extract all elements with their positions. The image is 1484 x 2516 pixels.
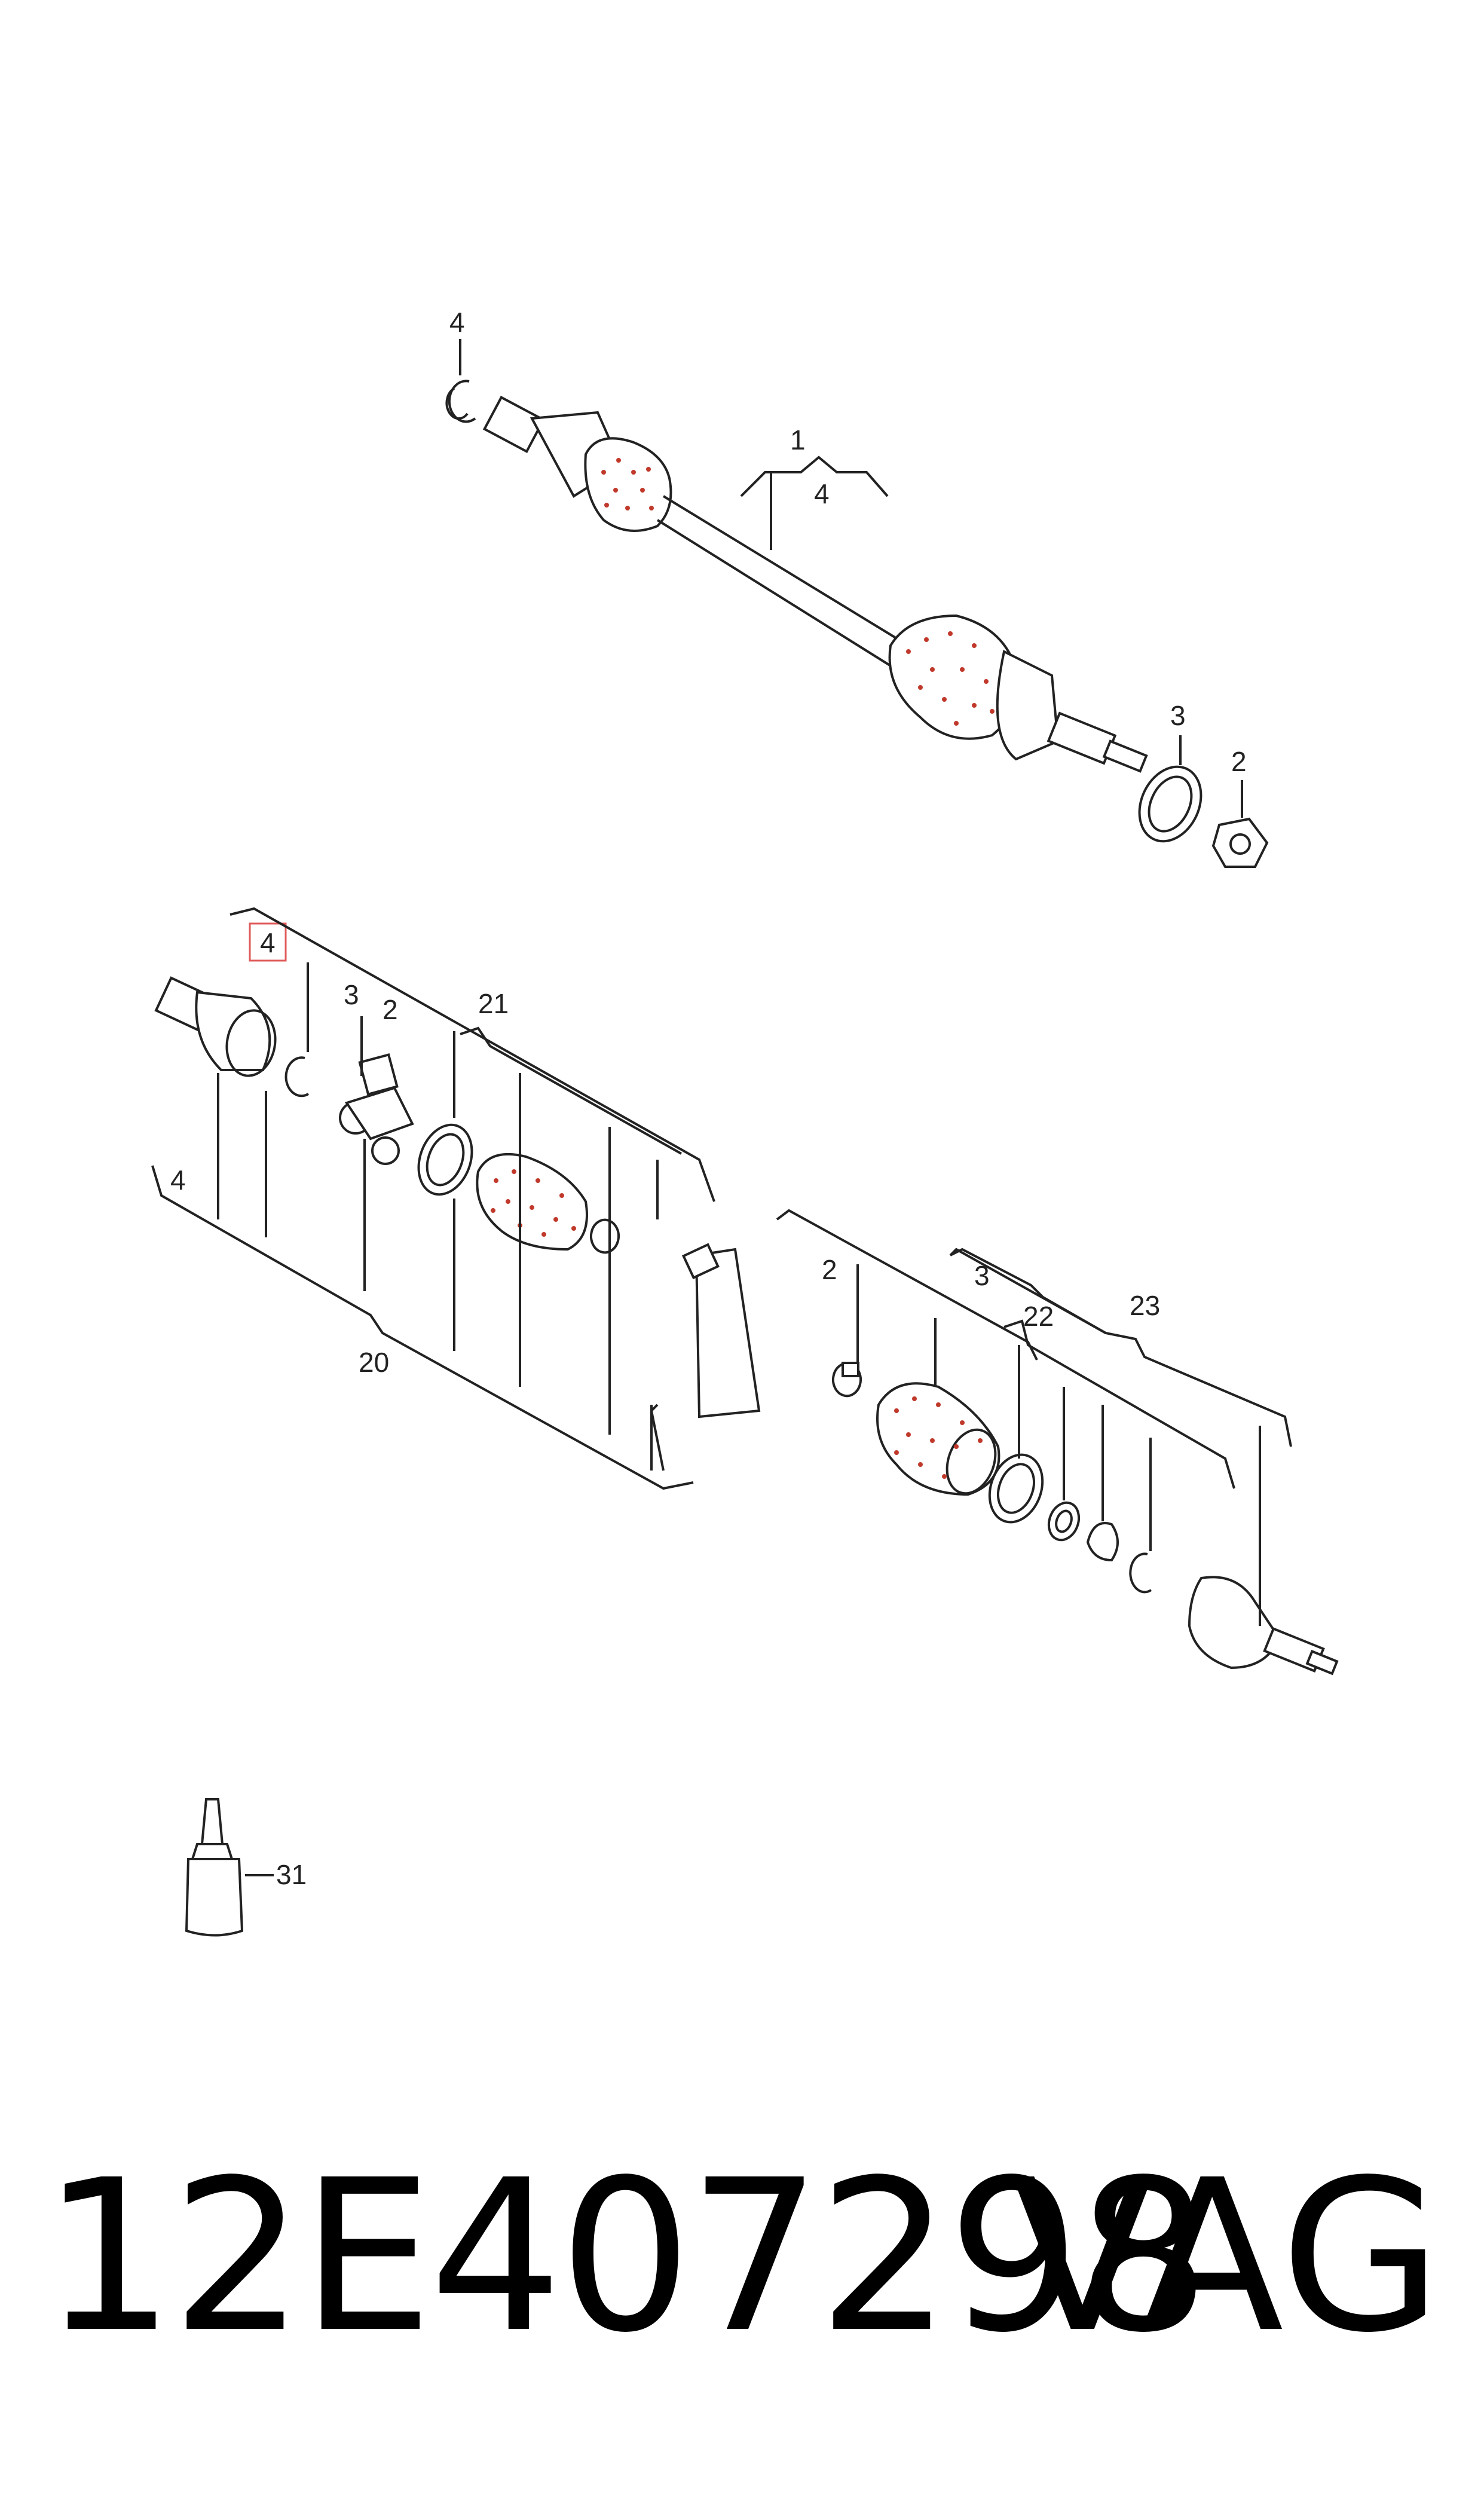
bracket-outer-2 bbox=[776, 1209, 1038, 1361]
bracket-top-inner bbox=[230, 907, 715, 1202]
top-shaft-body bbox=[656, 495, 910, 671]
callout-highlight: 4 bbox=[260, 927, 276, 958]
top-inner-spline bbox=[482, 396, 546, 453]
bottle-nozzle bbox=[200, 1798, 224, 1845]
bracket-23 bbox=[949, 1248, 1292, 1447]
inner-joint-kit: 4 bbox=[151, 907, 761, 1490]
callout-inner-20: 20 bbox=[359, 1347, 389, 1378]
inner-small-clamp bbox=[589, 1218, 620, 1254]
part-number: 12E407298 bbox=[42, 2135, 1210, 2379]
bracket-21 bbox=[460, 1026, 682, 1155]
callout-highlight-box bbox=[249, 922, 287, 962]
callout-outer-3: 3 bbox=[974, 1260, 990, 1291]
grease-bottle: 31 bbox=[185, 1798, 307, 1937]
callout-top-shaft: 1 bbox=[790, 424, 806, 455]
footer: 12E407298 VAG bbox=[0, 2128, 1484, 2385]
callout-outer-2: 2 bbox=[822, 1254, 837, 1285]
top-outer-thread bbox=[1102, 739, 1148, 773]
callout-inner-3: 3 bbox=[344, 979, 359, 1010]
callout-top-nut: 2 bbox=[1231, 746, 1247, 777]
inner-roller-bottom bbox=[371, 1136, 400, 1165]
top-inner-boot bbox=[584, 437, 672, 532]
bottle-body bbox=[185, 1858, 244, 1937]
outer-clamp-part bbox=[988, 1453, 1044, 1524]
callout-top-circlip: 4 bbox=[449, 307, 465, 338]
outer-joint-kit: 2 3 22 23 bbox=[776, 1209, 1339, 1676]
inner-stub-bell bbox=[195, 990, 271, 1071]
top-circlip-part bbox=[445, 380, 476, 423]
top-outer-joint bbox=[996, 650, 1060, 761]
callout-inner-21: 21 bbox=[478, 988, 509, 1019]
callout-inner-2: 2 bbox=[383, 994, 398, 1025]
top-ring-part bbox=[1138, 765, 1203, 843]
top-nut-part bbox=[1211, 817, 1269, 868]
bracket-20 bbox=[151, 1165, 694, 1490]
bracket-22 bbox=[1003, 1319, 1235, 1489]
callout-outer-23: 23 bbox=[1130, 1290, 1160, 1321]
inner-tripod bbox=[344, 1086, 414, 1141]
outer-circlip bbox=[1129, 1552, 1152, 1594]
outer-dome-spring bbox=[1086, 1522, 1119, 1562]
callout-top-ring: 3 bbox=[1170, 700, 1186, 731]
top-drive-shaft: 4 1 4 3 bbox=[445, 307, 1269, 868]
inner-roller-top bbox=[358, 1053, 399, 1096]
inner-clamp-part bbox=[417, 1123, 473, 1196]
outer-washer bbox=[1047, 1501, 1081, 1542]
callout-inner-4: 4 bbox=[170, 1164, 186, 1196]
callout-bracket-1 bbox=[740, 455, 889, 497]
callout-outer-22: 22 bbox=[1023, 1301, 1054, 1332]
outer-joint-part bbox=[1188, 1576, 1281, 1670]
inner-circlip-part bbox=[284, 1056, 310, 1097]
brand-name: VAG bbox=[1011, 2135, 1442, 2379]
grease-tube bbox=[694, 1248, 761, 1419]
callout-top-shaft-sub: 4 bbox=[814, 478, 830, 509]
callout-grease: 31 bbox=[276, 1859, 307, 1890]
inner-boot-part bbox=[476, 1152, 588, 1251]
